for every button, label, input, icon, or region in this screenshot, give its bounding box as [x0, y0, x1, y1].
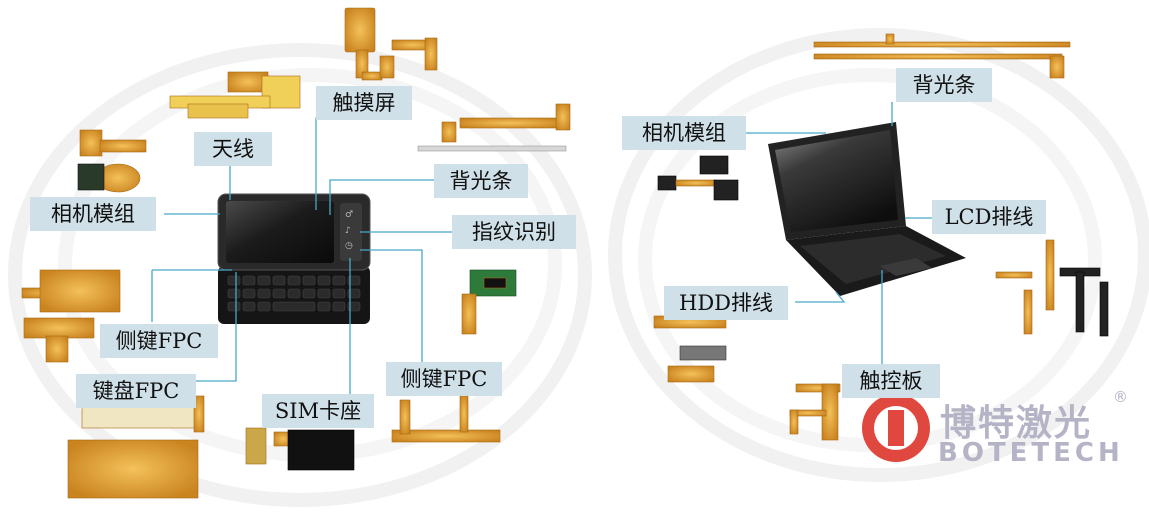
- label-lcd-cable: LCD排线: [932, 200, 1046, 234]
- botetech-logo-mark: [862, 394, 930, 462]
- logo-text-cn: 博特激光: [940, 403, 1093, 444]
- label-side-key-bottom: 侧键FPC: [386, 362, 502, 396]
- fpc-parts-phone: [21, 7, 571, 499]
- laptop: [768, 122, 966, 296]
- svg-text:♪: ♪: [345, 226, 351, 236]
- label-antenna: 天线: [194, 132, 272, 166]
- label-sim-socket: SIM卡座: [262, 394, 374, 428]
- registered-mark: ®: [1113, 388, 1128, 406]
- label-laptop-camera-module: 相机模组: [622, 116, 746, 150]
- label-touchpad: 触控板: [842, 364, 940, 398]
- label-keyboard: 键盘FPC: [76, 374, 196, 408]
- svg-text:♂: ♂: [345, 210, 353, 220]
- label-fingerprint: 指纹识别: [452, 215, 576, 249]
- svg-text:◷: ◷: [345, 241, 353, 251]
- label-hdd-cable: HDD排线: [664, 286, 788, 320]
- label-laptop-backlight: 背光条: [896, 68, 992, 102]
- logo-text-en: BOTETECH: [938, 438, 1124, 468]
- label-camera-module: 相机模组: [30, 197, 156, 231]
- label-backlight: 背光条: [434, 164, 528, 198]
- label-side-key-left: 侧键FPC: [100, 324, 218, 358]
- label-touch-screen: 触摸屏: [316, 86, 412, 120]
- slider-phone: ♂ ♪ ◷: [217, 193, 371, 324]
